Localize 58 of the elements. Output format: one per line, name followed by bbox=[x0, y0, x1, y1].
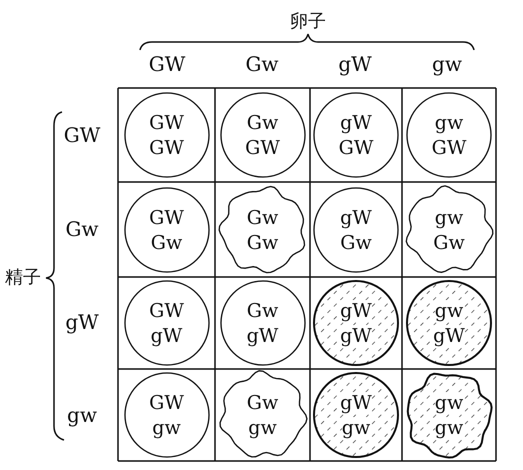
axis-title: 卵子 bbox=[290, 11, 326, 33]
genotype-text: gW bbox=[339, 112, 373, 134]
gamete-label: GW bbox=[148, 52, 186, 76]
genotype-text: Gw bbox=[339, 232, 373, 254]
wrinkled-seed bbox=[218, 184, 308, 274]
genotype-text: gw bbox=[434, 112, 464, 134]
genotype-text: gw bbox=[340, 417, 372, 439]
round-seed bbox=[122, 370, 212, 460]
genotype-text: gw bbox=[247, 417, 278, 439]
wrinkled-seed bbox=[218, 370, 308, 460]
genotype-text: Gw bbox=[246, 300, 280, 322]
genotype-text: Gw bbox=[246, 206, 280, 228]
gamete-label: Gw bbox=[65, 217, 99, 241]
genotype-text: gw bbox=[434, 417, 464, 439]
genotype-text: gW bbox=[339, 206, 373, 228]
gamete-label: gw bbox=[432, 52, 462, 76]
genotype-text: GW bbox=[148, 392, 185, 414]
round-seed bbox=[122, 278, 212, 368]
genotype-text: GW bbox=[430, 137, 468, 159]
round-seed bbox=[218, 278, 308, 368]
genotype-text: GW bbox=[244, 137, 281, 159]
round-seed bbox=[311, 370, 401, 460]
genotype-text: GW bbox=[148, 300, 185, 322]
round-seed bbox=[404, 90, 494, 180]
round-seed bbox=[311, 278, 401, 368]
round-seed bbox=[404, 278, 494, 368]
genotype-text: Gw bbox=[246, 232, 280, 254]
gamete-label: gW bbox=[65, 310, 99, 334]
round-seed bbox=[122, 184, 212, 274]
genotype-text: gW bbox=[150, 325, 184, 347]
gamete-label: gw bbox=[67, 403, 97, 427]
genotype-text: Gw bbox=[150, 232, 184, 254]
genotype-text: gw bbox=[151, 417, 182, 439]
genotype-text: Gw bbox=[246, 112, 280, 134]
genotype-text: gw bbox=[434, 300, 464, 322]
genotype-text: gw bbox=[434, 392, 464, 414]
genotype-text: GW bbox=[148, 137, 185, 159]
round-seed bbox=[218, 90, 308, 180]
genotype-text: gW bbox=[339, 300, 373, 322]
gamete-label: Gw bbox=[245, 52, 279, 76]
round-seed bbox=[311, 90, 401, 180]
genotype-text: gW bbox=[339, 392, 373, 414]
genotype-text: gW bbox=[246, 325, 280, 347]
genotype-text: GW bbox=[338, 137, 374, 159]
gamete-label: GW bbox=[64, 123, 100, 147]
round-seed bbox=[122, 90, 212, 180]
genotype-text: gw bbox=[434, 206, 464, 228]
axis-title: 精子 bbox=[5, 267, 41, 289]
wrinkled-seed bbox=[404, 370, 494, 460]
genotype-text: gW bbox=[339, 325, 373, 347]
genotype-text: Gw bbox=[246, 392, 280, 414]
wrinkled-seed bbox=[404, 184, 494, 274]
genotype-text: GW bbox=[148, 206, 185, 228]
genotype-text: gW bbox=[432, 325, 466, 347]
round-seed bbox=[311, 184, 401, 274]
gamete-label: gW bbox=[338, 52, 372, 76]
genotype-text: Gw bbox=[432, 232, 466, 254]
genotype-text: GW bbox=[148, 112, 185, 134]
